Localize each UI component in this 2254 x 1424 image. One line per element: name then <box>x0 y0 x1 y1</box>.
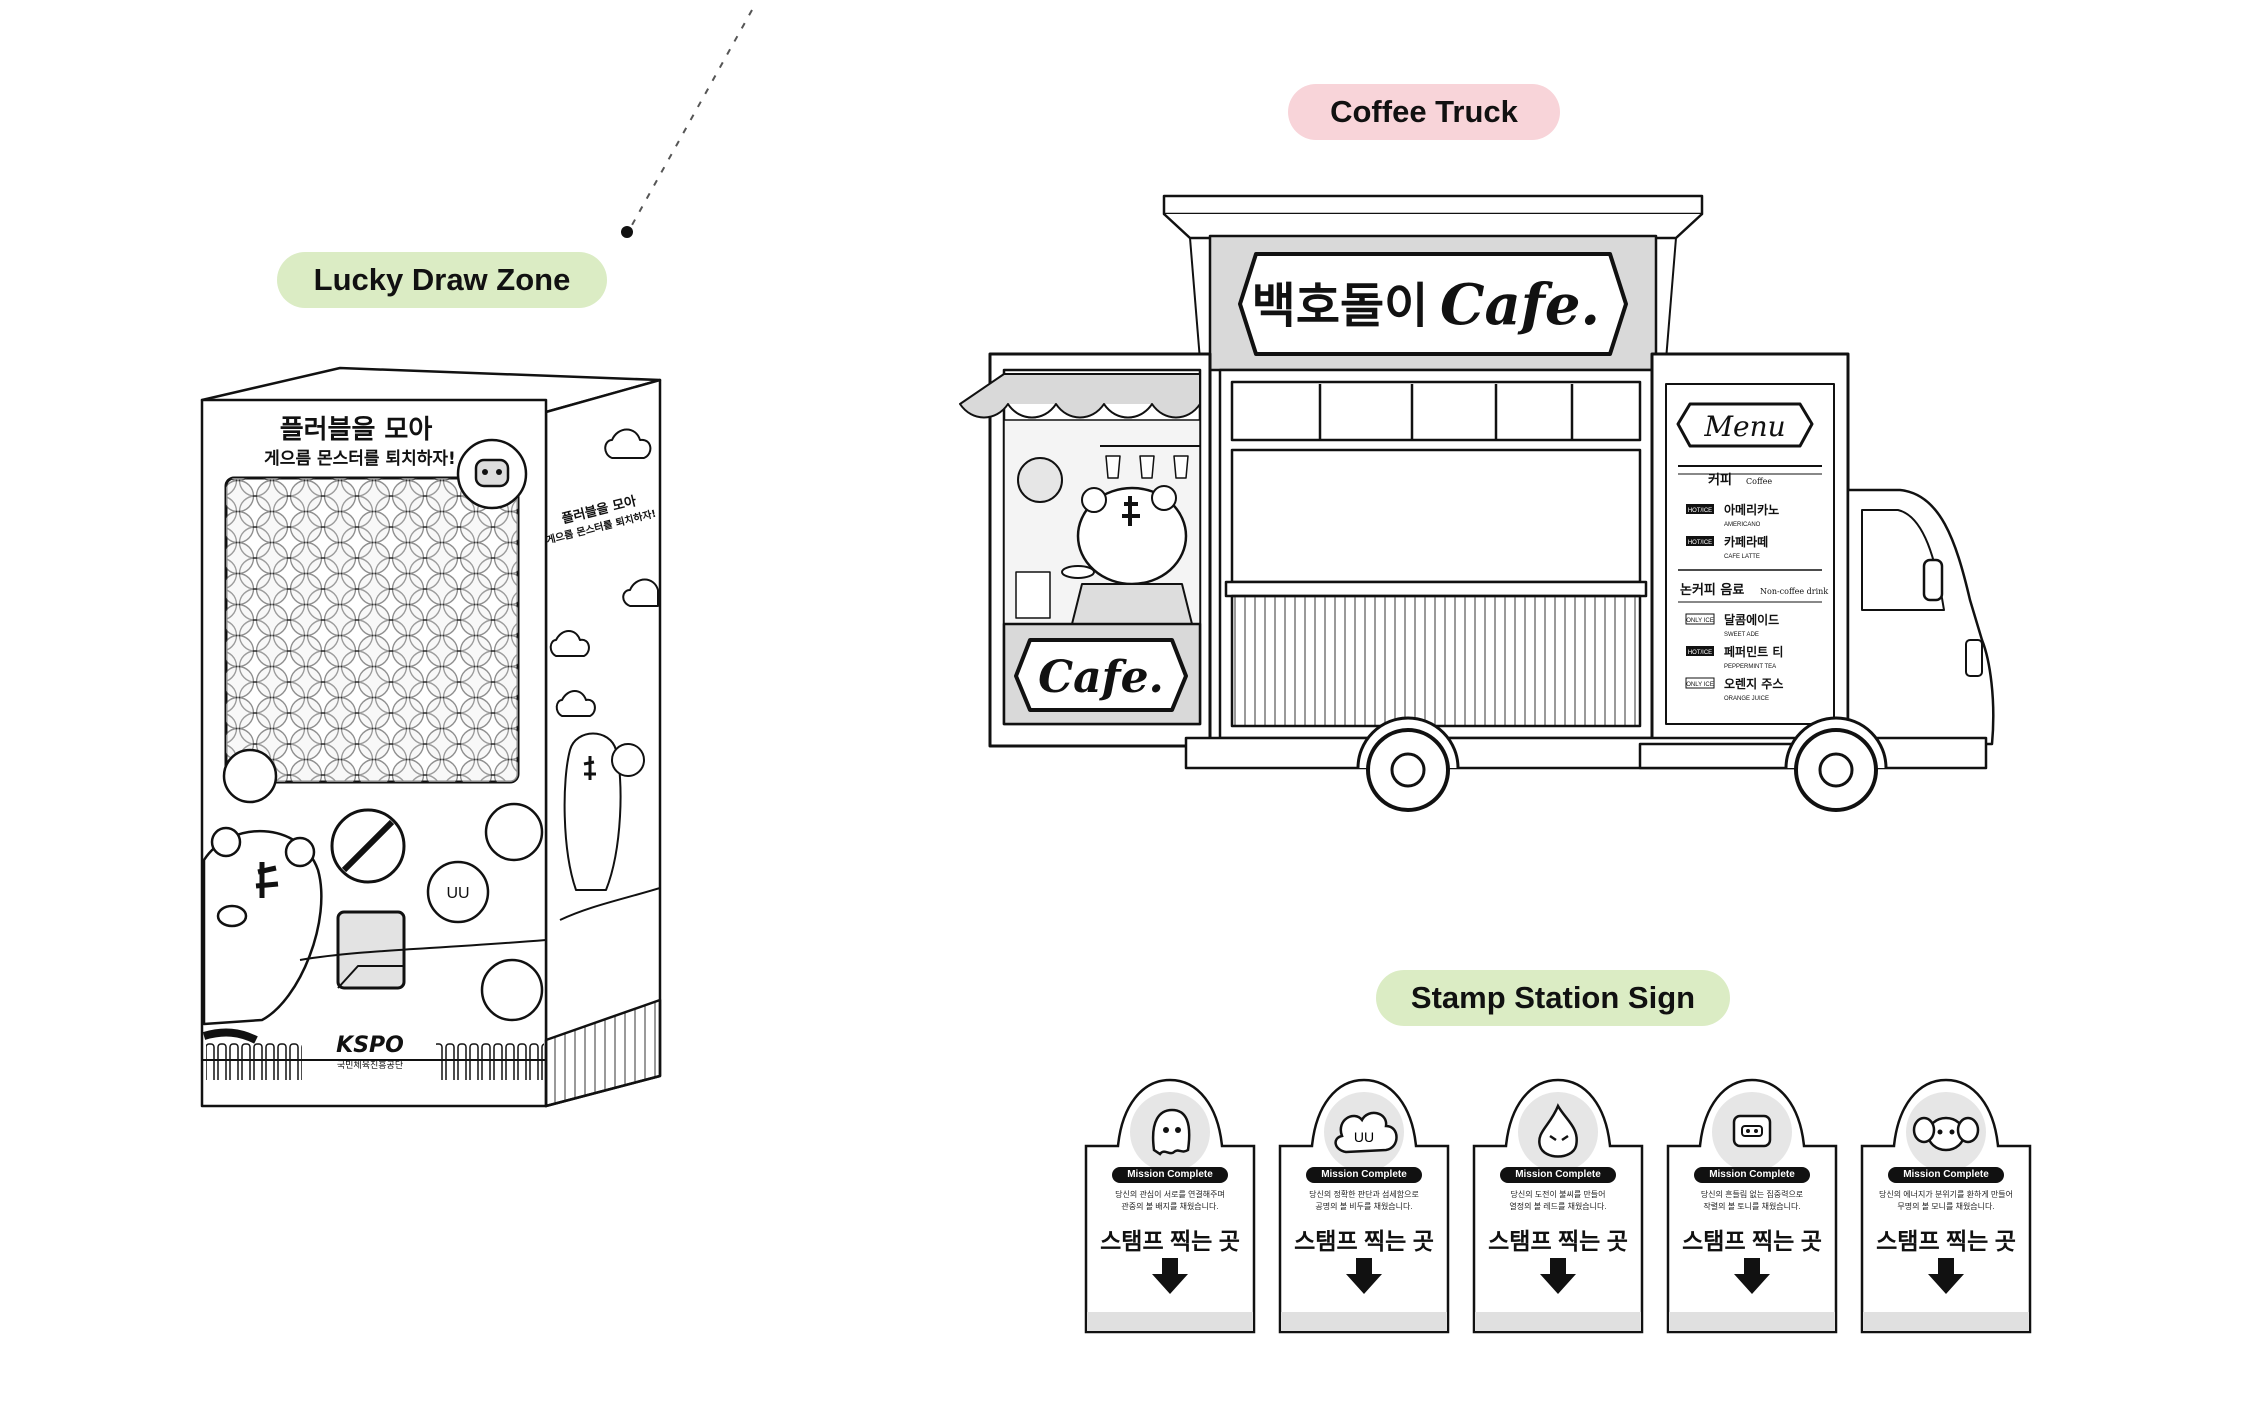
menu-item: ONLY ICE 오렌지 주스 ORANGE JUICE <box>1685 676 1783 702</box>
lucky-draw-zone-label: Lucky Draw Zone <box>277 252 607 308</box>
svg-text:UU: UU <box>1354 1129 1374 1145</box>
menu-item: ONLY ICE 달콤에이드 SWEET ADE <box>1685 612 1779 638</box>
stamp-sign-4: Mission Complete 당신의 흔들림 없는 집중력으로 작렬의 볼 … <box>1664 1076 1840 1336</box>
kspo-logo-sub: 국민체육진흥공단 <box>337 1059 403 1071</box>
stamp-sign-5: Mission Complete 당신의 에너지가 분위기를 환하게 만들어 무… <box>1858 1076 2034 1336</box>
stamp-sign-title: 스탬프 찍는 곳 <box>1294 1228 1434 1254</box>
stamp-sign-title: 스탬프 찍는 곳 <box>1682 1228 1822 1254</box>
sign-description-line-1: 당신의 도전이 불씨를 만들어 <box>1510 1190 1606 1199</box>
svg-text:카페라떼: 카페라떼 <box>1724 534 1768 549</box>
menu-title: Menu <box>1703 410 1785 443</box>
svg-text:PEPPERMINT TEA: PEPPERMINT TEA <box>1724 664 1776 670</box>
menu-noncoffee-header: 논커피 음료 <box>1680 582 1744 598</box>
sign-description-line-1: 당신의 관심이 서로를 연결해주며 <box>1115 1190 1225 1199</box>
stamp-sign-3: Mission Complete 당신의 도전이 불씨를 만들어 열정의 볼 레… <box>1470 1076 1646 1336</box>
sign-description-line-1: 당신의 정확한 판단과 섬세함으로 <box>1309 1190 1419 1199</box>
mission-complete-badge: Mission Complete <box>1888 1167 2004 1183</box>
dotted-leader-line <box>621 9 753 238</box>
menu-item: HOT/ICE 페퍼민트 티 PEPPERMINT TEA <box>1686 644 1783 670</box>
sign-description-line-2: 열정의 볼 레드를 채웠습니다. <box>1509 1202 1607 1211</box>
coffee-truck <box>959 194 1995 812</box>
svg-text:HOT/ICE: HOT/ICE <box>1688 508 1712 514</box>
flame-monster-icon <box>1538 1103 1578 1158</box>
sign-card <box>1666 1078 1838 1334</box>
door-cafe-sign: Cafe. <box>1038 652 1164 703</box>
stamp-sign-1: Mission Complete 당신의 관심이 서로를 연결해주며 관중의 볼… <box>1082 1076 1258 1336</box>
svg-text:HOT/ICE: HOT/ICE <box>1688 650 1712 656</box>
svg-text:SWEET ADE: SWEET ADE <box>1724 632 1759 638</box>
machine-slogan-2: 게으름 몬스터를 퇴치하자! <box>264 449 456 469</box>
mission-complete-badge: Mission Complete <box>1306 1167 1422 1183</box>
gacha-machine-texts: 플러블을 모아 게으름 몬스터를 퇴치하자! 플러블을 모아 게으름 몬스터를 … <box>264 415 657 1071</box>
svg-text:UU: UU <box>446 885 469 902</box>
svg-text:페퍼민트 티: 페퍼민트 티 <box>1724 644 1783 659</box>
truck-sign-korean: 백호돌이 <box>1252 278 1429 334</box>
sign-description-line-1: 당신의 흔들림 없는 집중력으로 <box>1700 1190 1804 1199</box>
sign-card <box>1472 1078 1644 1334</box>
mission-complete-badge: Mission Complete <box>1112 1167 1228 1183</box>
sign-card <box>1084 1078 1256 1334</box>
machine-slogan-1: 플러블을 모아 <box>280 415 433 445</box>
truck-sign-script: Cafe. <box>1440 272 1600 338</box>
mission-complete-badge: Mission Complete <box>1694 1167 1810 1183</box>
svg-text:ONLY ICE: ONLY ICE <box>1686 618 1713 624</box>
coffee-truck-label: Coffee Truck <box>1288 84 1560 140</box>
sign-description-line-2: 관중의 볼 배지를 채웠습니다. <box>1121 1202 1219 1211</box>
svg-text:아메리카노: 아메리카노 <box>1724 502 1779 517</box>
svg-text:달콤에이드: 달콤에이드 <box>1724 612 1779 627</box>
svg-text:오렌지 주스: 오렌지 주스 <box>1724 676 1783 691</box>
stamp-sign-title: 스탬프 찍는 곳 <box>1876 1228 2016 1254</box>
stamp-station-sign-label: Stamp Station Sign <box>1376 970 1730 1026</box>
svg-text:CAFE LATTE: CAFE LATTE <box>1724 554 1760 560</box>
menu-coffee-header: 커피 <box>1708 473 1732 488</box>
stamp-sign-2: UU Mission Complete 당신의 정확한 판단과 섬세함으로 공명… <box>1276 1076 1452 1336</box>
sign-description-line-1: 당신의 에너지가 분위기를 환하게 만들어 <box>1878 1190 2013 1199</box>
menu-item: HOT/ICE 카페라떼 CAFE LATTE <box>1686 534 1768 560</box>
svg-text:ONLY ICE: ONLY ICE <box>1686 682 1713 688</box>
svg-text:AMERICANO: AMERICANO <box>1724 522 1761 528</box>
coffee-truck-texts: 백호돌이 Cafe. Cafe. Menu 커피 Coffee HOT/ICE … <box>1038 272 1828 703</box>
menu-noncoffee-header-en: Non-coffee drink <box>1760 587 1828 596</box>
ghost-icon <box>1151 1108 1191 1156</box>
menu-coffee-header-en: Coffee <box>1746 477 1772 486</box>
sign-card <box>1860 1078 2032 1334</box>
block-monster-icon <box>1732 1114 1772 1148</box>
stamp-sign-title: 스탬프 찍는 곳 <box>1100 1228 1240 1254</box>
sign-description-line-2: 작렬의 볼 토니를 채웠습니다. <box>1703 1202 1801 1211</box>
svg-text:ORANGE JUICE: ORANGE JUICE <box>1724 696 1769 702</box>
svg-text:HOT/ICE: HOT/ICE <box>1688 540 1712 546</box>
elephant-monster-icon <box>1912 1116 1980 1152</box>
cloud-monster-icon: UU <box>1334 1111 1398 1154</box>
menu-item: HOT/ICE 아메리카노 AMERICANO <box>1686 502 1779 528</box>
gacha-machine: UU <box>200 366 662 1108</box>
mission-complete-badge: Mission Complete <box>1500 1167 1616 1183</box>
stamp-sign-title: 스탬프 찍는 곳 <box>1488 1228 1628 1254</box>
sign-card: UU <box>1278 1078 1450 1334</box>
kspo-logo: KSPO <box>336 1033 404 1058</box>
sign-description-line-2: 무명의 볼 모니를 채웠습니다. <box>1897 1202 1995 1211</box>
sign-description-line-2: 공명의 볼 비두를 채웠습니다. <box>1315 1202 1413 1211</box>
